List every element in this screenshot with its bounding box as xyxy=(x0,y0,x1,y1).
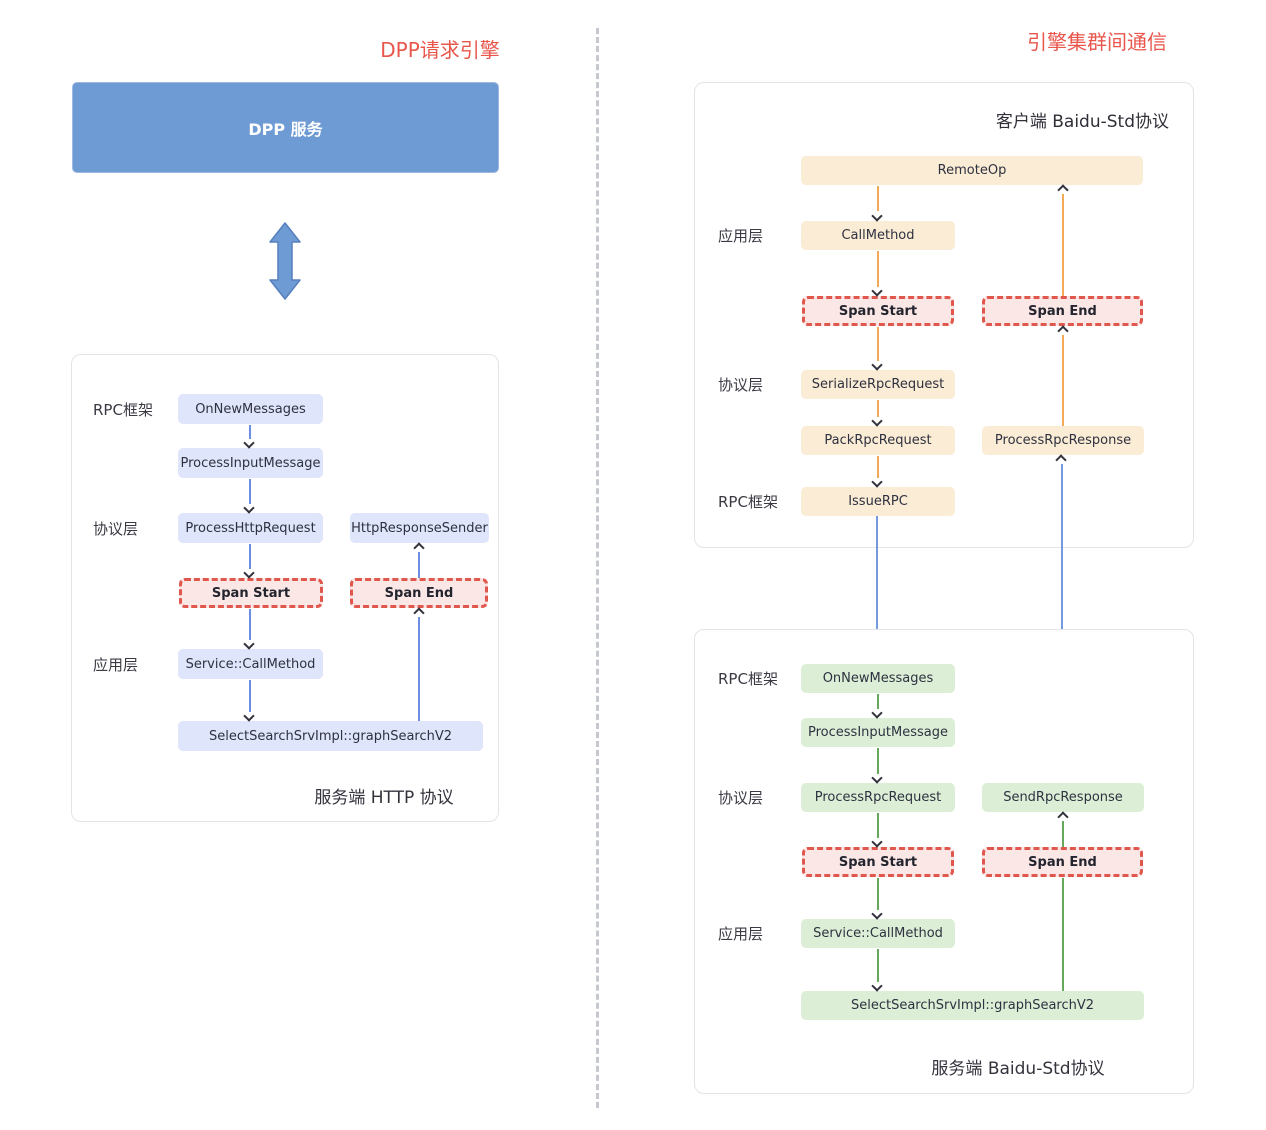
layer-label-rpc: RPC框架 xyxy=(718,493,778,511)
node-pack-rpc-request: PackRpcRequest xyxy=(801,426,955,455)
node-process-rpc-response: ProcessRpcResponse xyxy=(982,426,1144,455)
node-send-rpc-response: SendRpcResponse xyxy=(982,783,1144,812)
arrow-head-down-icon xyxy=(871,415,883,427)
arrow-line xyxy=(249,425,251,439)
server-panel: RPC框架 协议层 应用层 OnNewMessages ProcessInput… xyxy=(694,629,1194,1094)
arrow-line xyxy=(1062,821,1064,847)
left-section-title: DPP请求引擎 xyxy=(380,38,500,62)
arrow-head-down-icon xyxy=(871,359,883,371)
arrow-line xyxy=(1062,878,1064,991)
node-on-new-messages: OnNewMessages xyxy=(801,664,955,693)
layer-label-protocol: 协议层 xyxy=(718,376,764,394)
node-process-input-message: ProcessInputMessage xyxy=(178,448,323,478)
node-on-new-messages: OnNewMessages xyxy=(178,394,323,424)
arrow-line xyxy=(877,748,879,774)
layer-label-protocol: 协议层 xyxy=(93,519,139,538)
span-start-box: Span Start xyxy=(802,296,954,326)
layer-label-protocol: 协议层 xyxy=(718,789,764,807)
node-process-rpc-request: ProcessRpcRequest xyxy=(801,783,955,812)
arrow-head-down-icon xyxy=(871,707,883,719)
node-http-response-sender: HttpResponseSender xyxy=(350,513,489,543)
arrow-line xyxy=(1062,194,1064,296)
arrow-head-down-icon xyxy=(243,502,255,514)
arrow-line xyxy=(877,456,879,478)
arrow-head-down-icon xyxy=(243,567,255,579)
client-panel: 客户端 Baidu-Std协议 应用层 协议层 RPC框架 RemoteOp C… xyxy=(694,82,1194,548)
dotted-separator xyxy=(596,28,599,1108)
arrow-line xyxy=(877,694,879,709)
layer-label-app: 应用层 xyxy=(718,227,764,245)
http-panel-caption: 服务端 HTTP 协议 xyxy=(314,788,454,808)
arrow-line xyxy=(877,400,879,417)
arrow-head-down-icon xyxy=(871,210,883,222)
node-serialize-rpc-request: SerializeRpcRequest xyxy=(801,370,955,399)
node-remote-op: RemoteOp xyxy=(801,156,1143,185)
arrow-head-down-icon xyxy=(243,638,255,650)
node-service-call-method: Service::CallMethod xyxy=(178,649,323,679)
arrow-head-down-icon xyxy=(243,710,255,722)
arrow-line xyxy=(249,680,251,712)
node-process-http-request: ProcessHttpRequest xyxy=(178,513,323,543)
arrow-head-down-icon xyxy=(871,772,883,784)
node-issue-rpc: IssueRPC xyxy=(801,487,955,516)
arrow-line xyxy=(877,327,879,361)
span-end-box: Span End xyxy=(350,578,488,608)
arrow-head-down-icon xyxy=(871,476,883,488)
double-arrow-icon xyxy=(269,222,301,300)
span-end-box: Span End xyxy=(982,847,1143,877)
span-start-box: Span Start xyxy=(802,847,954,877)
span-end-box: Span End xyxy=(982,296,1143,326)
dpp-service-box: DPP 服务 xyxy=(72,82,499,173)
server-panel-caption: 服务端 Baidu-Std协议 xyxy=(931,1059,1105,1079)
arrow-line xyxy=(1062,335,1064,426)
span-start-box: Span Start xyxy=(179,578,323,608)
arrow-line xyxy=(249,479,251,504)
arrow-line xyxy=(418,552,420,578)
connector-request-line xyxy=(876,516,878,651)
right-section-title: 引擎集群间通信 xyxy=(1027,30,1167,54)
arrow-head-down-icon xyxy=(871,980,883,992)
arrow-line xyxy=(877,186,879,211)
arrow-line xyxy=(877,949,879,982)
arrow-head-down-icon xyxy=(871,908,883,920)
arrow-line xyxy=(418,617,420,721)
node-process-input-message: ProcessInputMessage xyxy=(801,718,955,747)
node-graph-search: SelectSearchSrvImpl::graphSearchV2 xyxy=(178,721,483,751)
arrow-head-down-icon xyxy=(243,437,255,449)
arrow-line xyxy=(249,609,251,640)
node-service-call-method: Service::CallMethod xyxy=(801,919,955,948)
layer-label-app: 应用层 xyxy=(718,925,764,943)
layer-label-app: 应用层 xyxy=(93,655,139,674)
layer-label-rpc: RPC框架 xyxy=(93,400,153,419)
arrow-line xyxy=(249,544,251,569)
node-call-method: CallMethod xyxy=(801,221,955,250)
arrow-head-down-icon xyxy=(871,836,883,848)
node-graph-search: SelectSearchSrvImpl::graphSearchV2 xyxy=(801,991,1144,1020)
layer-label-rpc: RPC框架 xyxy=(718,670,778,688)
arrow-line xyxy=(877,878,879,910)
arrow-line xyxy=(877,251,879,287)
connector-response-line xyxy=(1061,464,1063,782)
arrow-line xyxy=(877,813,879,838)
client-panel-header: 客户端 Baidu-Std协议 xyxy=(995,112,1169,132)
arrow-head-down-icon xyxy=(871,285,883,297)
http-panel: RPC框架 协议层 应用层 OnNewMessages ProcessInput… xyxy=(71,354,499,822)
